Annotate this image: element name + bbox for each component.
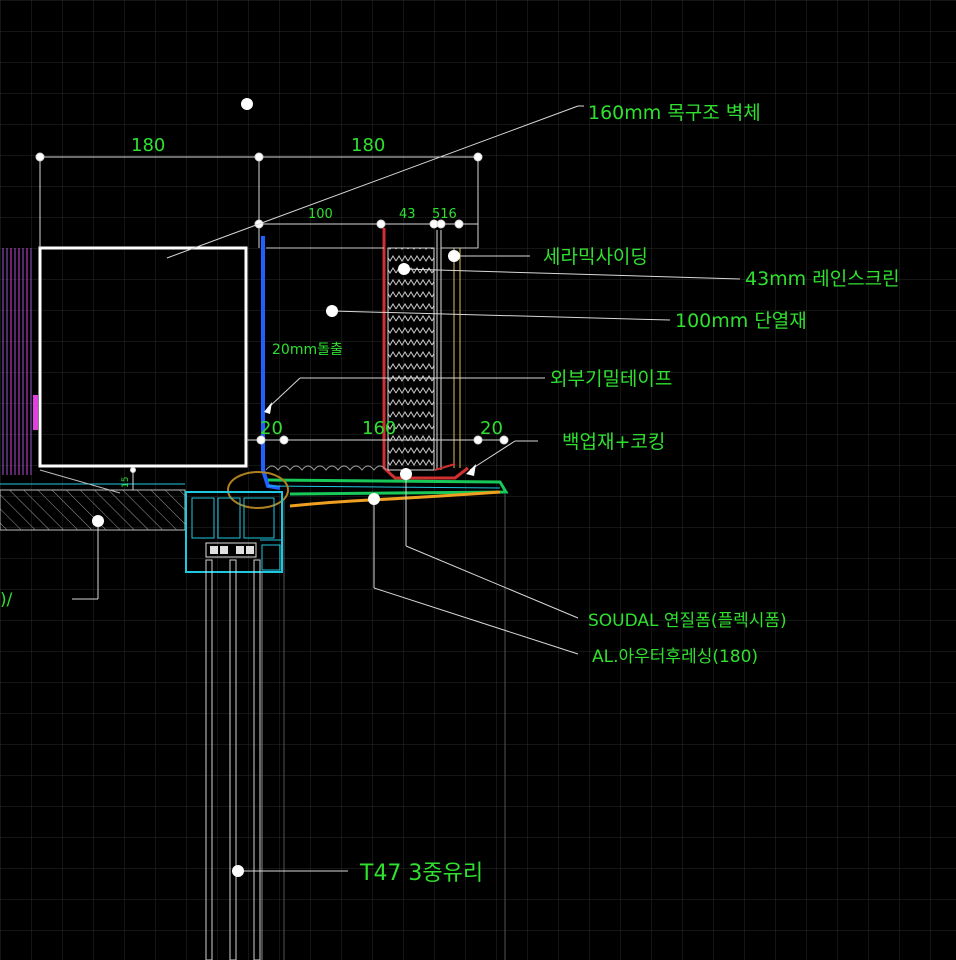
highlight-circle	[227, 471, 289, 509]
label-airtight-tape: 외부기밀테이프	[550, 368, 672, 390]
label-cut-left: )/	[0, 590, 13, 610]
dim-sub-43: 43	[399, 207, 416, 222]
blue-membrane	[261, 236, 281, 490]
dim-bottom-160: 160	[362, 418, 396, 439]
dim-sub-516: 516	[432, 207, 457, 222]
green-flashing	[267, 478, 509, 496]
label-wood-wall: 160mm 목구조 벽체	[588, 102, 761, 124]
left-wall-section	[2, 248, 38, 475]
label-insulation: 100mm 단열재	[675, 310, 807, 332]
label-soft-foam: SOUDAL 연질폼(플렉시폼)	[588, 611, 787, 631]
dim-sub-100: 100	[308, 207, 333, 222]
dim-top-left: 180	[131, 135, 165, 156]
triple-glazing	[205, 494, 506, 960]
leader-dots	[92, 98, 476, 877]
dim-top-right: 180	[351, 135, 385, 156]
leader-lines	[72, 105, 741, 872]
label-rainscreen: 43mm 레인스크린	[745, 268, 900, 290]
foam-line	[265, 465, 387, 471]
window-frame	[185, 491, 283, 573]
dim-bottom-20-left: 20	[260, 418, 283, 439]
dim-small-vertical: 15	[121, 477, 131, 488]
label-al-flashing: AL.아우터후레싱(180)	[592, 647, 758, 667]
label-backer-caulk: 백업재+코킹	[562, 431, 665, 453]
rainscreen-zone	[387, 247, 435, 471]
label-ceramic-siding: 세라믹사이딩	[543, 246, 648, 268]
label-triple-glazing: T47 3중유리	[359, 861, 483, 886]
dimension-lines	[35, 152, 509, 490]
dim-bottom-20-right: 20	[480, 418, 503, 439]
red-membrane	[382, 228, 469, 480]
dim-protrusion: 20mm돌출	[272, 342, 343, 358]
